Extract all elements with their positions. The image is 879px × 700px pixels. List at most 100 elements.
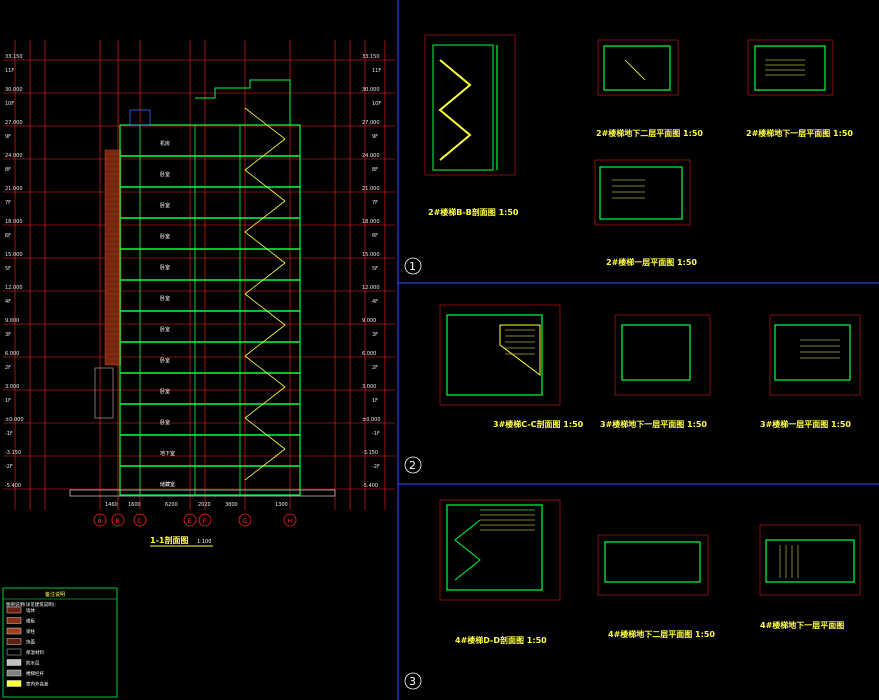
legend-item-label: 墙体 xyxy=(26,607,35,614)
legend-swatch xyxy=(6,669,22,677)
bottom-dimension: 3800 xyxy=(225,502,238,508)
detail-panel-3: 4#楼梯D-D剖面图 1:50 4#楼梯地下二层平面图 1:50 4#楼梯地下一… xyxy=(404,499,861,690)
floor-mark-left: 10F xyxy=(5,101,14,107)
room-label: 卧室 xyxy=(160,357,170,364)
elevation-label-right: -3.150 xyxy=(362,450,378,456)
elevation-label-right: 6.000 xyxy=(362,351,376,357)
brick-facade xyxy=(104,149,122,366)
legend-swatch xyxy=(6,606,22,614)
axis-bubble-label: A xyxy=(98,518,103,525)
detail1-title-b1: 2#楼梯地下一层平面图 1:50 xyxy=(746,128,853,138)
stair-flight xyxy=(244,107,286,140)
elevation-label-left: -5.400 xyxy=(5,483,21,489)
elevation-label-right: 30.000 xyxy=(362,87,380,93)
stair-flight xyxy=(244,417,286,450)
room-label: 卧室 xyxy=(160,388,170,395)
detail-panel-1: 2#楼梯B-B剖面图 1:50 2#楼梯地下二层平面图 1:50 2#楼梯地下一… xyxy=(404,34,853,275)
svg-text:2: 2 xyxy=(409,459,416,472)
axis-bubble-label: G xyxy=(243,518,248,525)
bottom-dimension: 1300 xyxy=(275,502,288,508)
legend-item-label: 梁柱 xyxy=(26,628,35,635)
legend-swatch xyxy=(6,648,22,656)
axis-bubble xyxy=(283,513,297,527)
elevation-label-left: 9.000 xyxy=(5,318,19,324)
floor-mark-right: 3F xyxy=(372,332,378,338)
axis-bubble-label: E xyxy=(188,518,192,525)
entrance-canopy xyxy=(94,367,114,419)
room-label: 卧室 xyxy=(160,326,170,333)
detail2-title-1f: 3#楼梯一层平面图 1:50 xyxy=(760,419,851,429)
floor-mark-left: 5F xyxy=(5,266,11,272)
floor-mark-left: 9F xyxy=(5,134,11,140)
stair-flight xyxy=(244,231,286,264)
elevation-label-right: 3.000 xyxy=(362,384,376,390)
legend-item-label: 楼梯栏杆 xyxy=(26,670,44,677)
elevation-label-right: 21.000 xyxy=(362,186,380,192)
elevation-label-right: 24.000 xyxy=(362,153,380,159)
elevation-label-left: 27.000 xyxy=(5,120,23,126)
floor-mark-right: -2F xyxy=(372,464,380,470)
stair-section-b xyxy=(438,59,472,161)
stair-flight xyxy=(244,448,286,481)
axis-bubble xyxy=(111,513,125,527)
detail-index-1 xyxy=(404,257,422,275)
floor-mark-left: 2F xyxy=(5,365,11,371)
axis-bubble xyxy=(133,513,147,527)
floor-mark-right: 4F xyxy=(372,299,378,305)
elevation-label-left: 18.000 xyxy=(5,219,23,225)
stair-flight xyxy=(244,324,286,357)
floor-mark-right: 7F xyxy=(372,200,378,206)
legend-swatch xyxy=(6,638,22,645)
floor-mark-right: 2F xyxy=(372,365,378,371)
detail1-title-1f: 2#楼梯一层平面图 1:50 xyxy=(606,257,697,267)
detail-panel-2: 3#楼梯C-C剖面图 1:50 3#楼梯地下一层平面图 1:50 3#楼梯一层平… xyxy=(404,304,861,474)
legend-item-label: 室内外高差 xyxy=(26,681,49,688)
elevation-label-right: 15.000 xyxy=(362,252,380,258)
foundation-slab xyxy=(69,489,336,497)
detail2-title-b1: 3#楼梯地下一层平面图 1:50 xyxy=(600,419,707,429)
room-label: 卧室 xyxy=(160,233,170,240)
axis-bubble-label: B xyxy=(116,518,120,525)
stair-flight xyxy=(244,262,286,295)
floor-mark-left: -2F xyxy=(5,464,13,470)
bottom-dimension: 1600 xyxy=(128,502,141,508)
floor-mark-right: 11F xyxy=(372,68,381,74)
legend-item-label: 防水层 xyxy=(26,660,40,667)
axis-bubble-label: F xyxy=(203,518,207,525)
floor-mark-left: -1F xyxy=(5,431,13,437)
main-section-title: 1-1剖面图 xyxy=(150,535,188,545)
legend-title: 备注说明 xyxy=(45,591,65,598)
floor-mark-left: 4F xyxy=(5,299,11,305)
floor-mark-left: 11F xyxy=(5,68,14,74)
floor-mark-right: -1F xyxy=(372,431,380,437)
stair-flight xyxy=(244,138,286,171)
elevation-label-left: -3.150 xyxy=(5,450,21,456)
axis-bubble xyxy=(183,513,197,527)
elevation-label-left: 24.000 xyxy=(5,153,23,159)
roof-outline xyxy=(195,79,291,125)
axis-bubble-label: C xyxy=(138,518,142,525)
axis-bubble xyxy=(198,513,212,527)
elevation-label-right: 12.000 xyxy=(362,285,380,291)
detail-index-2 xyxy=(404,456,422,474)
detail1-title-section: 2#楼梯B-B剖面图 1:50 xyxy=(428,207,519,217)
elevation-label-right: -5.400 xyxy=(362,483,378,489)
roof-parapet xyxy=(129,109,151,126)
elevation-label-left: 3.000 xyxy=(5,384,19,390)
bottom-dimension: 6200 xyxy=(165,502,178,508)
elevation-label-right: 18.000 xyxy=(362,219,380,225)
stair-flight xyxy=(244,169,286,202)
elevation-label-right: ±0.000 xyxy=(362,417,381,423)
elevation-label-left: 30.000 xyxy=(5,87,23,93)
floor-mark-right: 9F xyxy=(372,134,378,140)
legend-item-label: 楼板 xyxy=(26,618,35,625)
legend-subtitle: 图例说明(详见建筑说明): xyxy=(6,601,56,608)
floor-mark-right: 6F xyxy=(372,233,378,239)
legend-item-label: 饰面 xyxy=(26,639,35,646)
elevation-label-right: 27.000 xyxy=(362,120,380,126)
stair-flight xyxy=(244,355,286,388)
detail-index-3 xyxy=(404,672,422,690)
room-label: 卧室 xyxy=(160,171,170,178)
legend-swatch xyxy=(6,627,22,635)
